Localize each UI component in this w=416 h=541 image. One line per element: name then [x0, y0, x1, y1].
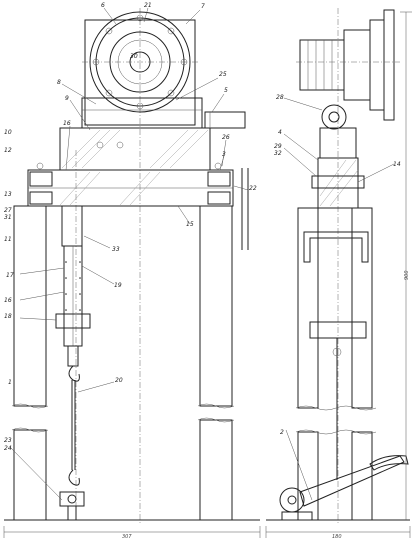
label-26: 26 [222, 134, 230, 141]
label-22: 22 [249, 185, 257, 192]
label-3: 3 [222, 151, 226, 158]
label-4: 4 [278, 129, 282, 136]
label-32: 32 [274, 150, 282, 157]
label-13: 13 [4, 191, 12, 198]
front-view [4, 7, 260, 525]
label-5: 5 [224, 87, 228, 94]
label-16: 16 [63, 120, 71, 127]
label-6: 6 [101, 2, 105, 9]
dim-width-left: 307 [122, 534, 132, 540]
dim-height-right: 900 [404, 270, 410, 280]
dimension-values: 307 180 900 [122, 270, 410, 540]
side-view [266, 8, 410, 525]
dim-width-right: 180 [332, 534, 342, 540]
label-19: 19 [114, 282, 122, 289]
label-33: 33 [112, 246, 120, 253]
label-9: 9 [65, 95, 69, 102]
label-24: 24 [4, 445, 12, 452]
label-11: 11 [4, 236, 12, 243]
label-25: 25 [219, 71, 227, 78]
label-31: 31 [4, 214, 12, 221]
label-18: 18 [4, 313, 12, 320]
label-1: 1 [8, 379, 12, 386]
label-17: 17 [6, 272, 14, 279]
label-20: 20 [115, 377, 123, 384]
label-28: 28 [276, 94, 284, 101]
label-12: 12 [4, 147, 12, 154]
label-7: 7 [201, 3, 205, 10]
label-16b: 16 [4, 297, 12, 304]
label-29: 29 [274, 143, 282, 150]
label-30: 30 [130, 53, 138, 60]
label-23: 23 [4, 437, 12, 444]
side-labels: 28 4 29 32 14 2 [274, 94, 401, 436]
dimension-lines [3, 11, 412, 538]
label-8: 8 [57, 79, 61, 86]
label-14: 14 [393, 161, 401, 168]
label-21: 21 [144, 2, 152, 9]
label-27: 27 [4, 207, 12, 214]
label-15: 15 [186, 221, 194, 228]
part-labels: 6 21 7 30 25 5 8 9 16 10 12 13 27 31 11 … [4, 2, 257, 452]
label-2: 2 [280, 429, 284, 436]
label-10: 10 [4, 129, 12, 136]
